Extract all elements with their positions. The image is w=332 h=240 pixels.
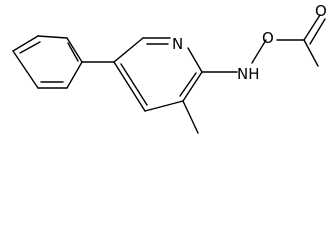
bond <box>182 71 203 102</box>
bond <box>12 35 39 52</box>
bond <box>66 61 83 89</box>
bond <box>67 42 79 62</box>
pyridine-nitrogen-label: N <box>172 35 183 53</box>
bond <box>12 50 39 89</box>
pyridine-ring <box>113 37 203 112</box>
phenyl-ring <box>12 35 83 89</box>
bond <box>113 61 146 112</box>
ester-oxygen-label: O <box>262 29 274 47</box>
bond <box>113 37 144 63</box>
structure-diagram: N NH O O <box>12 2 327 134</box>
nh-o-bond <box>251 39 267 64</box>
carbonyl-bond-double <box>309 18 326 45</box>
acetyl-methyl-bond <box>303 39 319 67</box>
bond <box>144 100 184 112</box>
carbonyl-bond <box>303 14 321 41</box>
bond <box>19 41 41 54</box>
bond <box>187 47 203 73</box>
bond <box>120 63 148 106</box>
amine-nh-label: NH <box>237 65 260 83</box>
carbonyl-oxygen-label: O <box>315 2 327 20</box>
bond <box>179 72 197 97</box>
bond <box>66 37 83 63</box>
methyl-bond <box>182 100 199 134</box>
bond <box>37 35 68 39</box>
